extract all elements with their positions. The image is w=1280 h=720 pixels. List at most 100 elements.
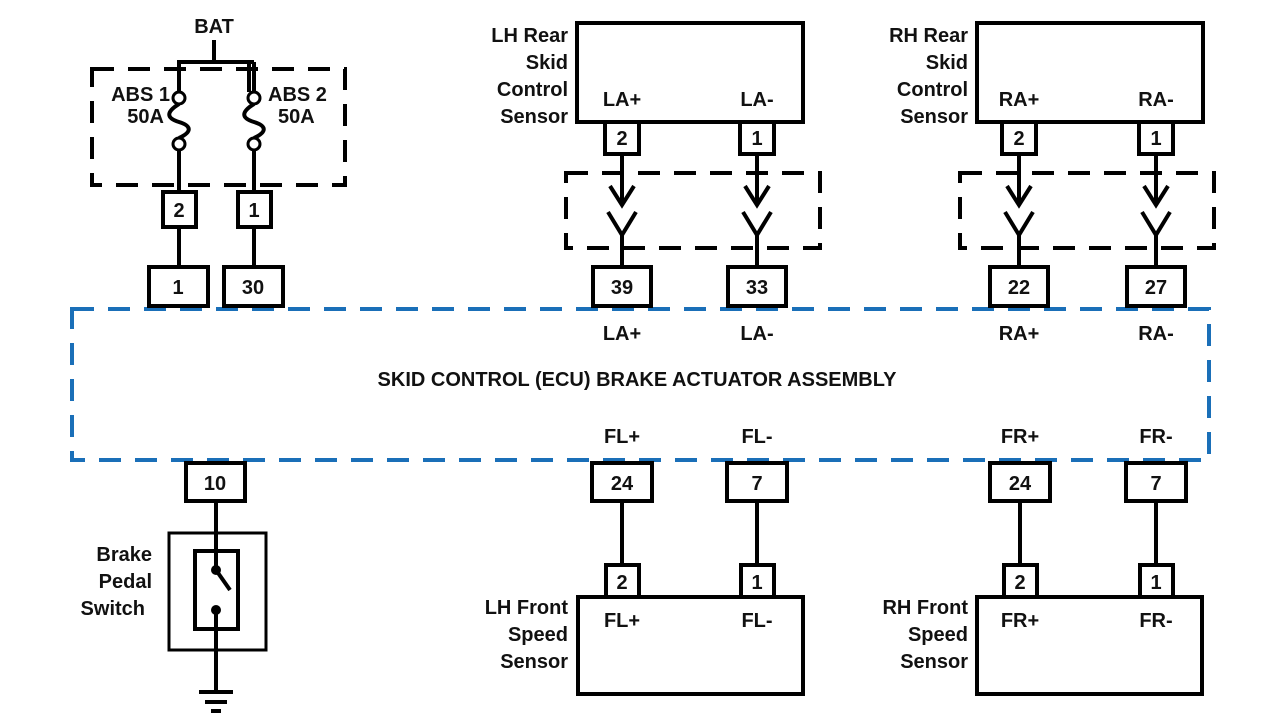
sensor-label-line: Speed: [908, 624, 968, 646]
ecu-assembly-outline: [70, 307, 1211, 462]
bat-bus-wire: [177, 60, 251, 92]
switch-label-line: Brake: [96, 544, 152, 566]
sensor-label-line: Sensor: [900, 106, 968, 128]
ecu-pin-label: 30: [242, 277, 264, 299]
bat-label: BAT: [194, 16, 234, 38]
ecu-terminal-label: LA+: [603, 323, 641, 345]
ecu-pin: [726, 265, 788, 308]
rear-sensor: RH RearSkidControlSensorRA+222RA+RA-127R…: [889, 21, 1216, 345]
sensor-box: [576, 595, 805, 696]
sensor-label-line: Control: [497, 79, 568, 101]
fuse-icon: [242, 90, 266, 152]
sensor-pin: [604, 563, 641, 599]
fuse-icon: [167, 90, 191, 152]
connector-female-icon: [741, 210, 773, 239]
ecu-pin: [222, 265, 285, 308]
ecu-terminal-label: LA-: [740, 323, 773, 345]
terminal-label: FL-: [741, 610, 772, 632]
ecu-pin-label: 27: [1145, 277, 1167, 299]
sensor-label-line: Sensor: [900, 651, 968, 673]
ecu-pin: [147, 265, 210, 308]
ecu-pin-label: 24: [611, 473, 634, 495]
sensor-label-line: LH Front: [485, 597, 569, 619]
connector-pin: [236, 190, 273, 229]
ecu-pin-label: 33: [746, 277, 768, 299]
terminal-label: FR+: [1001, 610, 1039, 632]
connector-pin-label: 1: [248, 200, 259, 222]
connector-male-icon: [1142, 184, 1170, 209]
connector-outline: [958, 171, 1216, 250]
sensor-label-line: Sensor: [500, 106, 568, 128]
rear-sensor: LH RearSkidControlSensorLA+239LA+LA-133L…: [491, 21, 822, 345]
ecu-pin-label: 7: [1150, 473, 1161, 495]
ecu-pin: [988, 265, 1050, 308]
sensor-pin-label: 1: [751, 128, 762, 150]
connector-female-icon: [1003, 210, 1035, 239]
connector-female-icon: [1140, 210, 1172, 239]
sensor-pin: [1138, 563, 1175, 599]
terminal-label: FR-: [1139, 610, 1172, 632]
ecu-pin: [988, 461, 1052, 503]
ecu-pin-label: 22: [1008, 277, 1030, 299]
sensor-pin-label: 1: [751, 572, 762, 594]
rear-sensors: LH RearSkidControlSensorLA+239LA+LA-133L…: [491, 21, 1216, 345]
ecu-pin: [1125, 265, 1187, 308]
sensor-pin-label: 2: [616, 128, 627, 150]
sensor-pin-label: 1: [1150, 572, 1161, 594]
connector-male-icon: [1005, 184, 1033, 209]
ecu-pin-label: 24: [1009, 473, 1032, 495]
ecu-title: SKID CONTROL (ECU) BRAKE ACTUATOR ASSEMB…: [378, 369, 898, 391]
sensor-label-line: Speed: [508, 624, 568, 646]
sensor-label-line: RH Front: [882, 597, 968, 619]
sensor-label-line: RH Rear: [889, 25, 968, 47]
ecu-terminal-label: FL-: [741, 426, 772, 448]
terminal-label: FL+: [604, 610, 640, 632]
ecu-pin-label: 39: [611, 277, 633, 299]
sensor-pin-label: 2: [1013, 128, 1024, 150]
ecu-pin-label: 7: [751, 473, 762, 495]
ecu-pin: [590, 461, 654, 503]
sensor-pin: [1002, 563, 1039, 599]
ecu-pin-label: 1: [172, 277, 183, 299]
ecu-pin: [591, 265, 653, 308]
terminal-label: RA-: [1138, 89, 1174, 111]
sensor-box: [975, 595, 1204, 696]
ecu-terminal-label: FR+: [1001, 426, 1039, 448]
switch-arm-icon: [214, 568, 232, 592]
terminal-label: RA+: [999, 89, 1040, 111]
connector-male-icon: [743, 184, 771, 209]
connector-male-icon: [608, 184, 636, 209]
switch-label-line: Pedal: [99, 571, 152, 593]
ecu-terminal-label: RA+: [999, 323, 1040, 345]
fuse-abs1-rating: 50A: [127, 106, 164, 128]
ecu-pin-label: 10: [204, 473, 226, 495]
brake-pedal-switch: 10 Brake Pedal Switch: [81, 461, 268, 713]
sensor-label-line: Skid: [526, 52, 568, 74]
sensor-pin-label: 2: [1014, 572, 1025, 594]
sensor-box: [575, 21, 805, 124]
sensor-label-line: LH Rear: [491, 25, 568, 47]
fuse-abs2-name: ABS 2: [268, 84, 327, 106]
ecu-pin: [725, 461, 789, 503]
sensor-label-line: Sensor: [500, 651, 568, 673]
ground-icon: [199, 690, 233, 713]
ecu-terminal-label: RA-: [1138, 323, 1174, 345]
connector-outline: [564, 171, 822, 250]
terminal-label: LA-: [740, 89, 773, 111]
sensor-box: [975, 21, 1205, 124]
terminal-label: LA+: [603, 89, 641, 111]
fuse-abs1-name: ABS 1: [111, 84, 170, 106]
switch-label-line: Switch: [81, 598, 145, 620]
sensor-pin-label: 1: [1150, 128, 1161, 150]
fuse-abs2-rating: 50A: [278, 106, 315, 128]
power-fuse-block: BAT ABS 1 50A ABS 2 50A 2 1 1: [90, 16, 347, 308]
sensor-label-line: Skid: [926, 52, 968, 74]
sensor-pin: [738, 120, 776, 156]
sensor-label-line: Control: [897, 79, 968, 101]
ecu-terminal-label: FR-: [1139, 426, 1172, 448]
connector-female-icon: [606, 210, 638, 239]
